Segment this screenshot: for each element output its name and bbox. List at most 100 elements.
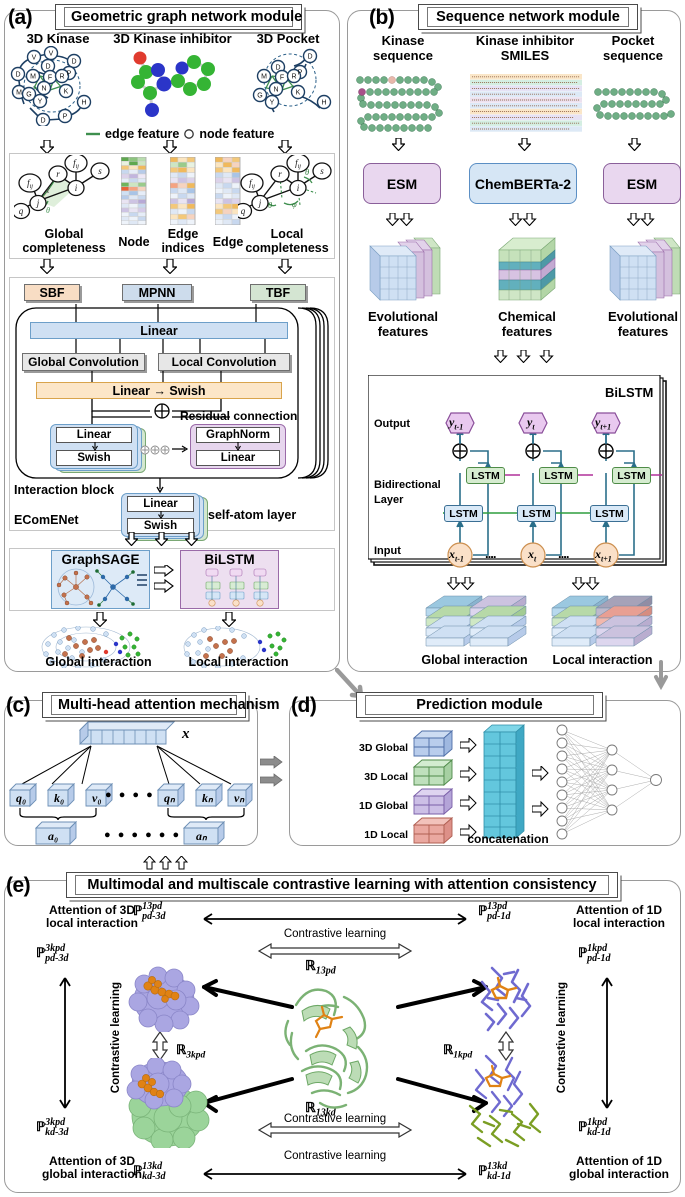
edge-feature-matrix bbox=[215, 157, 241, 225]
prediction-to-concat-arrows bbox=[460, 738, 477, 841]
svg-text:P: P bbox=[67, 71, 72, 78]
smiles-sequence-block bbox=[470, 74, 582, 132]
lstm-forward-cell-1[interactable]: LSTM bbox=[517, 505, 556, 522]
svg-text:D: D bbox=[71, 59, 76, 66]
attention-k0: k₀ bbox=[54, 791, 65, 805]
panel-c-to-d-arrows bbox=[260, 756, 283, 787]
lstm-forward-cell-0[interactable]: LSTM bbox=[444, 505, 483, 522]
evolutional-features-cube-right bbox=[609, 237, 681, 301]
ecomenet-label: EComENet bbox=[14, 513, 79, 527]
bilstm-thumb-box[interactable]: BiLSTM bbox=[180, 550, 279, 609]
svg-text:M: M bbox=[30, 74, 36, 81]
bilstm-input-1: xt bbox=[528, 547, 536, 563]
svg-text:D: D bbox=[275, 65, 280, 72]
panel-a-arrow-6 bbox=[125, 532, 138, 546]
caption-tr-l1: Attention of 1D bbox=[576, 903, 662, 917]
panel-a-arrow-0 bbox=[40, 140, 54, 154]
panel-b-input-label-2: Pocket sequence bbox=[590, 33, 676, 63]
panel-a-arrow-1 bbox=[163, 140, 177, 154]
chemical-features-cube bbox=[498, 237, 556, 301]
mpnn-box[interactable]: MPNN bbox=[122, 284, 192, 301]
lstm-backward-cell-0[interactable]: LSTM bbox=[466, 467, 505, 484]
relation-left-sub: 3kpd bbox=[186, 1050, 206, 1061]
esm-encoder-left[interactable]: ESM bbox=[363, 163, 441, 204]
bilstm-bidir-l2: Layer bbox=[374, 493, 404, 506]
pred-input-label-2: 1D Global bbox=[358, 800, 408, 812]
p-tl-side-sup: 3kpd bbox=[45, 943, 66, 954]
right-block-internal-arrow bbox=[235, 442, 241, 451]
bilstm-output-2: yt+1 bbox=[595, 415, 611, 431]
svg-text:j: j bbox=[258, 198, 262, 208]
svg-text:r: r bbox=[278, 169, 282, 179]
panel-a-input-label-2: 3D Pocket bbox=[256, 31, 320, 46]
pocket-sequence-beads bbox=[593, 88, 675, 120]
bilstm-outer-frame bbox=[368, 375, 667, 566]
linear-top-box[interactable]: Linear bbox=[30, 322, 288, 339]
attention-dots-bottom: ● ● ● ● ● ● bbox=[104, 829, 182, 841]
caption-br: Attention of 1D global interaction bbox=[554, 1154, 684, 1182]
evolutional-features-label-right: Evolutional features bbox=[593, 309, 685, 339]
left-block-linear[interactable]: Linear bbox=[56, 427, 132, 443]
kinase-sequence-beads bbox=[356, 76, 443, 132]
panel-b-input-0-l1: Kinase bbox=[381, 33, 425, 48]
tbf-box[interactable]: TBF bbox=[250, 284, 306, 301]
self-atom-linear[interactable]: Linear bbox=[127, 496, 194, 512]
interaction-to-selfatom-arrow bbox=[156, 478, 164, 494]
p-symbol-bl-side: ℙ 3kpd kd-3d bbox=[36, 1118, 68, 1138]
panel-b-input-label-0: Kinase sequence bbox=[355, 33, 451, 63]
residual-connection-label: Residual connection bbox=[180, 409, 298, 423]
attention-a-cubes bbox=[34, 820, 226, 846]
vertical-hollow-arrow-right bbox=[498, 1030, 514, 1062]
linear-swish-box[interactable]: Linear → Swish bbox=[36, 382, 282, 399]
sbf-box[interactable]: SBF bbox=[24, 284, 80, 301]
repeat-plus-icons bbox=[140, 445, 170, 455]
blackboard-R-bottom: ℝ bbox=[305, 1100, 316, 1115]
svg-text:D: D bbox=[40, 118, 45, 125]
structure-3d-local-surface bbox=[128, 966, 200, 1032]
left-block-internal-arrow bbox=[92, 442, 98, 451]
panel-b-arrow-0 bbox=[392, 138, 405, 151]
p-symbol-tl-top: ℙ 13pd pd-3d bbox=[133, 902, 165, 922]
right-block-graphnorm[interactable]: GraphNorm bbox=[196, 427, 280, 443]
attention-kn: kₙ bbox=[202, 791, 213, 805]
bilstm-input-2: xt+1 bbox=[595, 547, 612, 563]
chemberta-encoder[interactable]: ChemBERTa-2 bbox=[469, 163, 577, 204]
blackboard-P-tr-top: ℙ bbox=[478, 902, 488, 918]
inhibitor-molecule-3d bbox=[131, 51, 215, 117]
panel-a-arrow-4 bbox=[163, 259, 177, 274]
lstm-backward-cell-2[interactable]: LSTM bbox=[612, 467, 651, 484]
svg-text:q: q bbox=[241, 206, 246, 216]
vertical-arrow-right bbox=[601, 977, 613, 1109]
panel-b-input-1-l2: SMILES bbox=[500, 47, 550, 63]
right-block-linear[interactable]: Linear bbox=[196, 450, 280, 466]
bilstm-output-row-label: Output bbox=[374, 418, 411, 430]
svg-text:θ: θ bbox=[305, 167, 309, 177]
caption-bl: Attention of 3D global interaction bbox=[22, 1154, 162, 1182]
self-atom-internal-arrow bbox=[158, 511, 164, 519]
svg-text:s: s bbox=[98, 166, 102, 176]
panel-a-input-label-1: 3D Kinase inhibitor bbox=[113, 31, 232, 46]
lstm-forward-cell-2[interactable]: LSTM bbox=[590, 505, 629, 522]
svg-text:N: N bbox=[273, 87, 278, 94]
esm-encoder-right[interactable]: ESM bbox=[603, 163, 681, 204]
feature-label-global-completeness: Global completeness bbox=[18, 227, 110, 255]
local-convolution-box[interactable]: Local Convolution bbox=[158, 353, 290, 371]
p-tl-top-sup: 13pd bbox=[142, 901, 163, 912]
p-tl-top-sub: pd-3d bbox=[142, 911, 166, 922]
svg-text:r: r bbox=[56, 169, 60, 179]
blackboard-P-tl-top: ℙ bbox=[133, 902, 143, 918]
structure-3d-global-surface bbox=[126, 1058, 210, 1148]
panel-b-letter: (b) bbox=[369, 6, 395, 29]
svg-text:D: D bbox=[45, 64, 50, 71]
self-atom-swish[interactable]: Swish bbox=[127, 518, 194, 534]
global-convolution-box[interactable]: Global Convolution bbox=[22, 353, 145, 371]
graphsage-box[interactable]: GraphSAGE bbox=[51, 550, 150, 609]
lstm-backward-cell-1[interactable]: LSTM bbox=[539, 467, 578, 484]
svg-text:τ: τ bbox=[46, 185, 50, 195]
p-br-bot-sub: kd-1d bbox=[487, 1171, 511, 1182]
caption-bl-l1: Attention of 3D bbox=[49, 1154, 135, 1168]
attention-qn: qₙ bbox=[164, 791, 175, 805]
left-block-swish[interactable]: Swish bbox=[56, 450, 132, 466]
svg-text:H: H bbox=[321, 100, 326, 107]
